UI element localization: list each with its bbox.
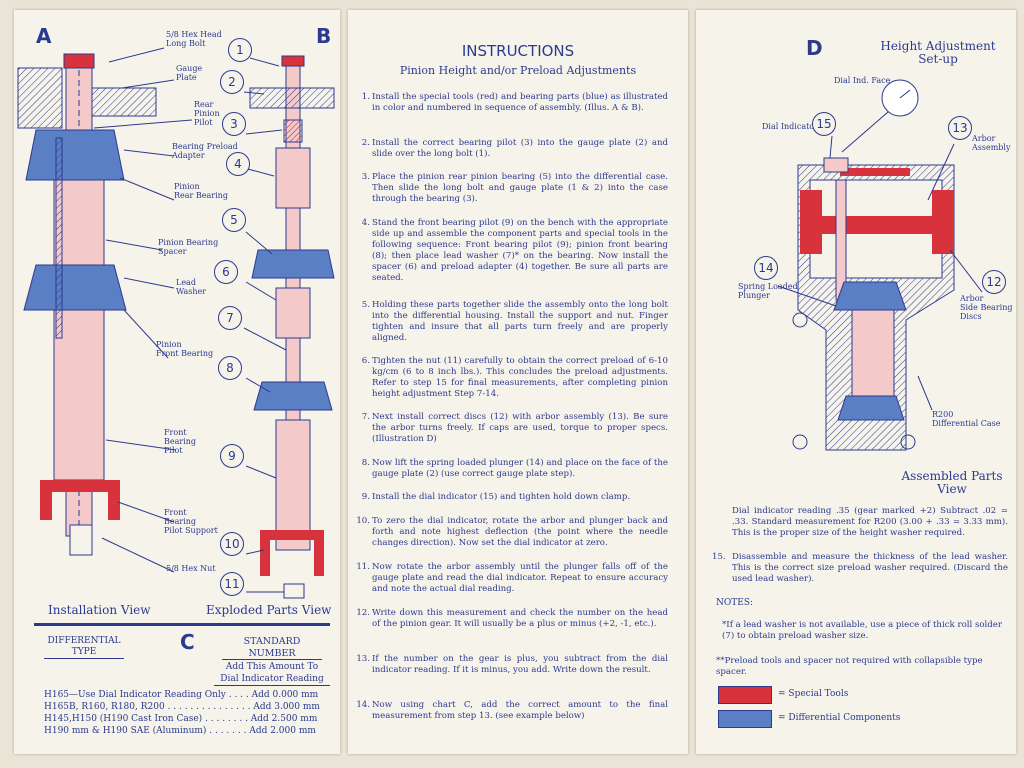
label-dial-indicator: Dial Indicator <box>762 122 818 131</box>
step-item: 10.To zero the dial indicator, rotate th… <box>356 516 668 548</box>
label-front-bearing-pilot: Front Bearing Pilot <box>164 428 197 455</box>
step-15-number: 15. <box>712 552 726 562</box>
step-item: 8.Now lift the spring loaded plunger (14… <box>361 458 668 479</box>
label-pinion-front-bearing: Pinion Front Bearing <box>156 340 214 358</box>
installation-illustration <box>17 47 335 599</box>
callout-15: 15 <box>812 112 836 136</box>
label-arbor-discs: Arbor Side Bearing Discs <box>960 294 1013 321</box>
panel-height-adjustment: D Height Adjustment Set-up <box>696 10 1016 754</box>
label-differential-case: R200 Differential Case <box>932 410 1001 428</box>
assembled-parts-illustration <box>777 79 983 451</box>
callout-10: 10 <box>220 532 244 556</box>
step-item: 4.Stand the front bearing pilot (9) on t… <box>361 218 668 283</box>
callout-12: 12 <box>982 270 1006 294</box>
callout-9: 9 <box>220 444 244 468</box>
section-letter-a: A <box>36 24 52 48</box>
notes-title: NOTES: <box>716 598 754 608</box>
callout-6: 6 <box>214 260 238 284</box>
installation-view-caption: Installation View <box>48 603 151 617</box>
section-letter-c: C <box>180 630 195 654</box>
label-pinion-bearing-spacer: Pinion Bearing Spacer <box>158 238 219 256</box>
label-lead-washer: Lead Washer <box>176 278 207 296</box>
label-gauge-plate: Gauge Plate <box>176 64 203 82</box>
table-row: H165B, R160, R180, R200 . . . . . . . . … <box>44 702 320 712</box>
callout-1: 1 <box>228 38 252 62</box>
label-bearing-preload-adapter: Bearing Preload Adapter <box>172 142 238 160</box>
step-item: 13.If the number on the gear is plus, yo… <box>356 654 668 675</box>
table-header-standard: STANDARD <box>243 636 301 647</box>
table-header-dial: Dial Indicator Reading <box>214 674 330 686</box>
section-letter-d: D <box>806 36 823 60</box>
assembled-caption: Assembled Parts View <box>892 470 1012 496</box>
example-text: Dial indicator reading .35 (gear marked … <box>732 506 1008 538</box>
table-row: H145,H150 (H190 Cast Iron Case) . . . . … <box>44 714 318 724</box>
exploded-view-caption: Exploded Parts View <box>206 603 332 617</box>
step-item: 14.Now using chart C, add the correct am… <box>356 700 668 721</box>
setup-title-line2: Set-up <box>918 52 958 66</box>
step-item: 12.Write down this measurement and check… <box>356 608 668 629</box>
callout-5: 5 <box>222 208 246 232</box>
instructions-subtitle: Pinion Height and/or Preload Adjustments <box>399 64 637 77</box>
instructions-title: INSTRUCTIONS <box>461 42 575 60</box>
table-row: H190 mm & H190 SAE (Aluminum) . . . . . … <box>44 726 316 736</box>
callout-13: 13 <box>948 116 972 140</box>
legend-swatch-differential <box>718 710 772 728</box>
step-item: 2.Install the correct bearing pilot (3) … <box>361 138 668 159</box>
step-item: 11.Now rotate the arbor assembly until t… <box>356 562 668 594</box>
label-rear-pinion-pilot: Rear Pinion Pilot <box>194 100 220 127</box>
label-long-bolt: 5/8 Hex Head Long Bolt <box>166 30 222 48</box>
table-header-type: DIFFERENTIAL TYPE <box>44 636 124 659</box>
panel-instructions: INSTRUCTIONS Pinion Height and/or Preloa… <box>348 10 688 754</box>
callout-3: 3 <box>222 112 246 136</box>
callout-4: 4 <box>226 152 250 176</box>
step-item: 7.Next install correct discs (12) with a… <box>361 412 668 444</box>
legend-swatch-special <box>718 686 772 704</box>
divider <box>34 623 330 626</box>
note-1: *If a lead washer is not available, use … <box>722 620 1003 641</box>
label-arbor-assembly: Arbor Assembly <box>972 134 1011 152</box>
assembled-caption-line2: View <box>937 482 967 496</box>
label-dial-face: Dial Ind. Face <box>834 76 891 85</box>
callout-2: 2 <box>220 70 244 94</box>
step-item: 3.Place the pinion rear pinion bearing (… <box>361 172 668 204</box>
label-spring-plunger: Spring Loaded Plunger <box>738 282 798 300</box>
callout-8: 8 <box>218 356 242 380</box>
label-front-bearing-pilot-support: Front Bearing Pilot Support <box>164 508 218 535</box>
table-header-add: Add This Amount To <box>225 662 319 672</box>
assembled-caption-line1: Assembled Parts <box>901 469 1003 483</box>
table-row: H165—Use Dial Indicator Reading Only . .… <box>44 690 319 700</box>
note-2: **Preload tools and spacer not required … <box>716 656 983 677</box>
step-item: 9.Install the dial indicator (15) and ti… <box>361 492 631 502</box>
label-pinion-rear-bearing: Pinion Rear Bearing <box>174 182 228 200</box>
callout-14: 14 <box>754 256 778 280</box>
step-15-text: Disassemble and measure the thickness of… <box>732 552 1008 584</box>
callout-11: 11 <box>220 572 244 596</box>
legend-differential-components: = Differential Components <box>778 713 901 723</box>
step-item: 5.Holding these parts together slide the… <box>361 300 668 343</box>
callout-7: 7 <box>218 306 242 330</box>
step-item: 15. Disassemble and measure the thicknes… <box>712 552 1008 585</box>
setup-title: Height Adjustment Set-up <box>872 40 1004 66</box>
table-header-number: NUMBER <box>222 648 322 660</box>
legend-special-tools: = Special Tools <box>778 689 849 699</box>
panel-installation: A B <box>14 10 340 754</box>
label-hex-nut: 5/8 Hex Nut <box>166 564 216 573</box>
step-item: 6.Tighten the nut (11) carefully to obta… <box>361 356 668 399</box>
setup-title-line1: Height Adjustment <box>880 39 996 53</box>
section-letter-b: B <box>316 24 332 48</box>
step-item: 1.Install the special tools (red) and be… <box>361 92 668 113</box>
